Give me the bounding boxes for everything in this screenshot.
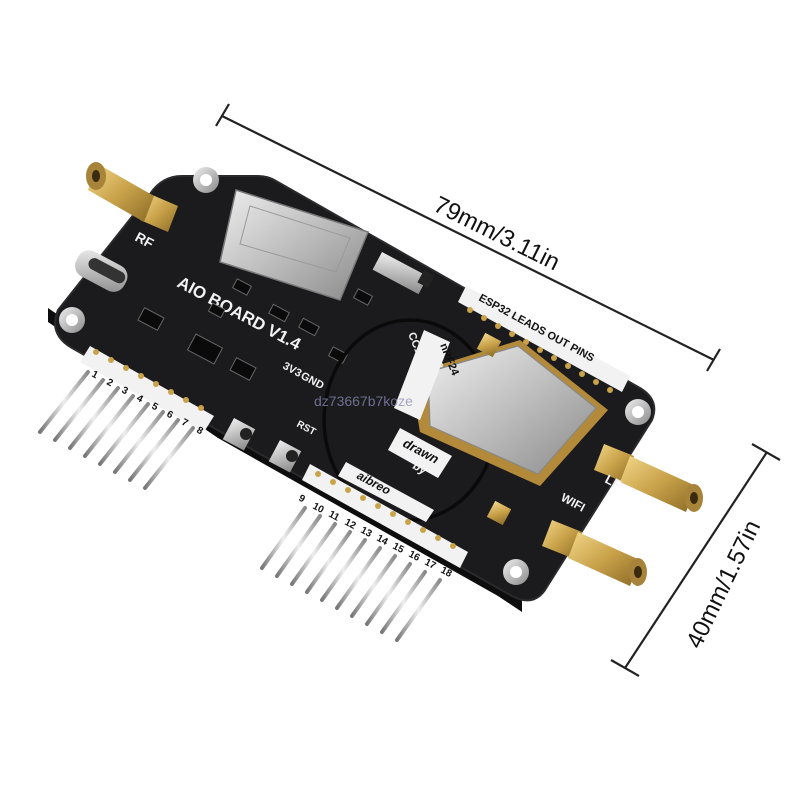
width-tick-start [751,443,781,461]
usb-c-port [75,250,128,292]
pin-number: 16 [407,549,422,564]
left-header-pins [38,370,195,490]
mounting-holes [59,167,651,585]
bottom-pin-numbers: 9 10 11 12 13 14 15 16 17 18 [297,493,454,580]
wifi-sma-connector [542,520,647,586]
push-buttons [222,418,302,473]
pin-number: 1 [90,369,100,382]
pin-number: 8 [195,425,205,438]
pin-number: 13 [359,525,374,540]
width-label: 40mm/1.57in [681,516,766,653]
pin-number: 11 [327,509,342,524]
esp32-module [410,340,608,486]
length-dimension-line [221,115,715,361]
microsd-slot [219,189,370,301]
lf-sma-connector [594,444,703,512]
watermark: dz73667b7koze [314,393,413,409]
length-tick-start [215,103,230,127]
ufl-connectors [476,332,512,526]
left-pin-header: 1 2 3 4 5 6 7 8 [80,346,214,437]
pin-number: 5 [150,401,160,414]
pin-number: 15 [391,541,406,556]
rf-sma-connector [86,162,178,232]
credit-block: drawn by aibreo [338,428,452,522]
pin-number: 3 [120,385,130,398]
lf-label: LF [603,471,624,492]
width-dimension-line [624,451,768,669]
length-tick-end [706,348,721,372]
pin-number: 2 [105,377,115,390]
pin-number: 7 [180,417,190,430]
pin-number: 6 [165,409,175,422]
pin-number: 14 [375,533,390,548]
pin-number: 18 [439,565,454,580]
pin-number: 9 [297,493,307,506]
esp32-header-holes [467,307,613,393]
pin-number: 17 [423,557,438,572]
bottom-pin-header: 9 10 11 12 13 14 15 16 17 18 [297,464,468,580]
pin-number: 4 [135,393,145,406]
rf-label: RF [133,229,157,252]
left-pin-numbers: 1 2 3 4 5 6 7 8 [90,369,205,438]
pin-number: 10 [311,501,326,516]
length-label: 79mm/3.11in [429,191,564,276]
slide-switch [372,252,435,295]
width-tick-end [610,659,640,677]
pin-number: 12 [343,517,358,532]
bottom-header-pins [260,506,442,642]
